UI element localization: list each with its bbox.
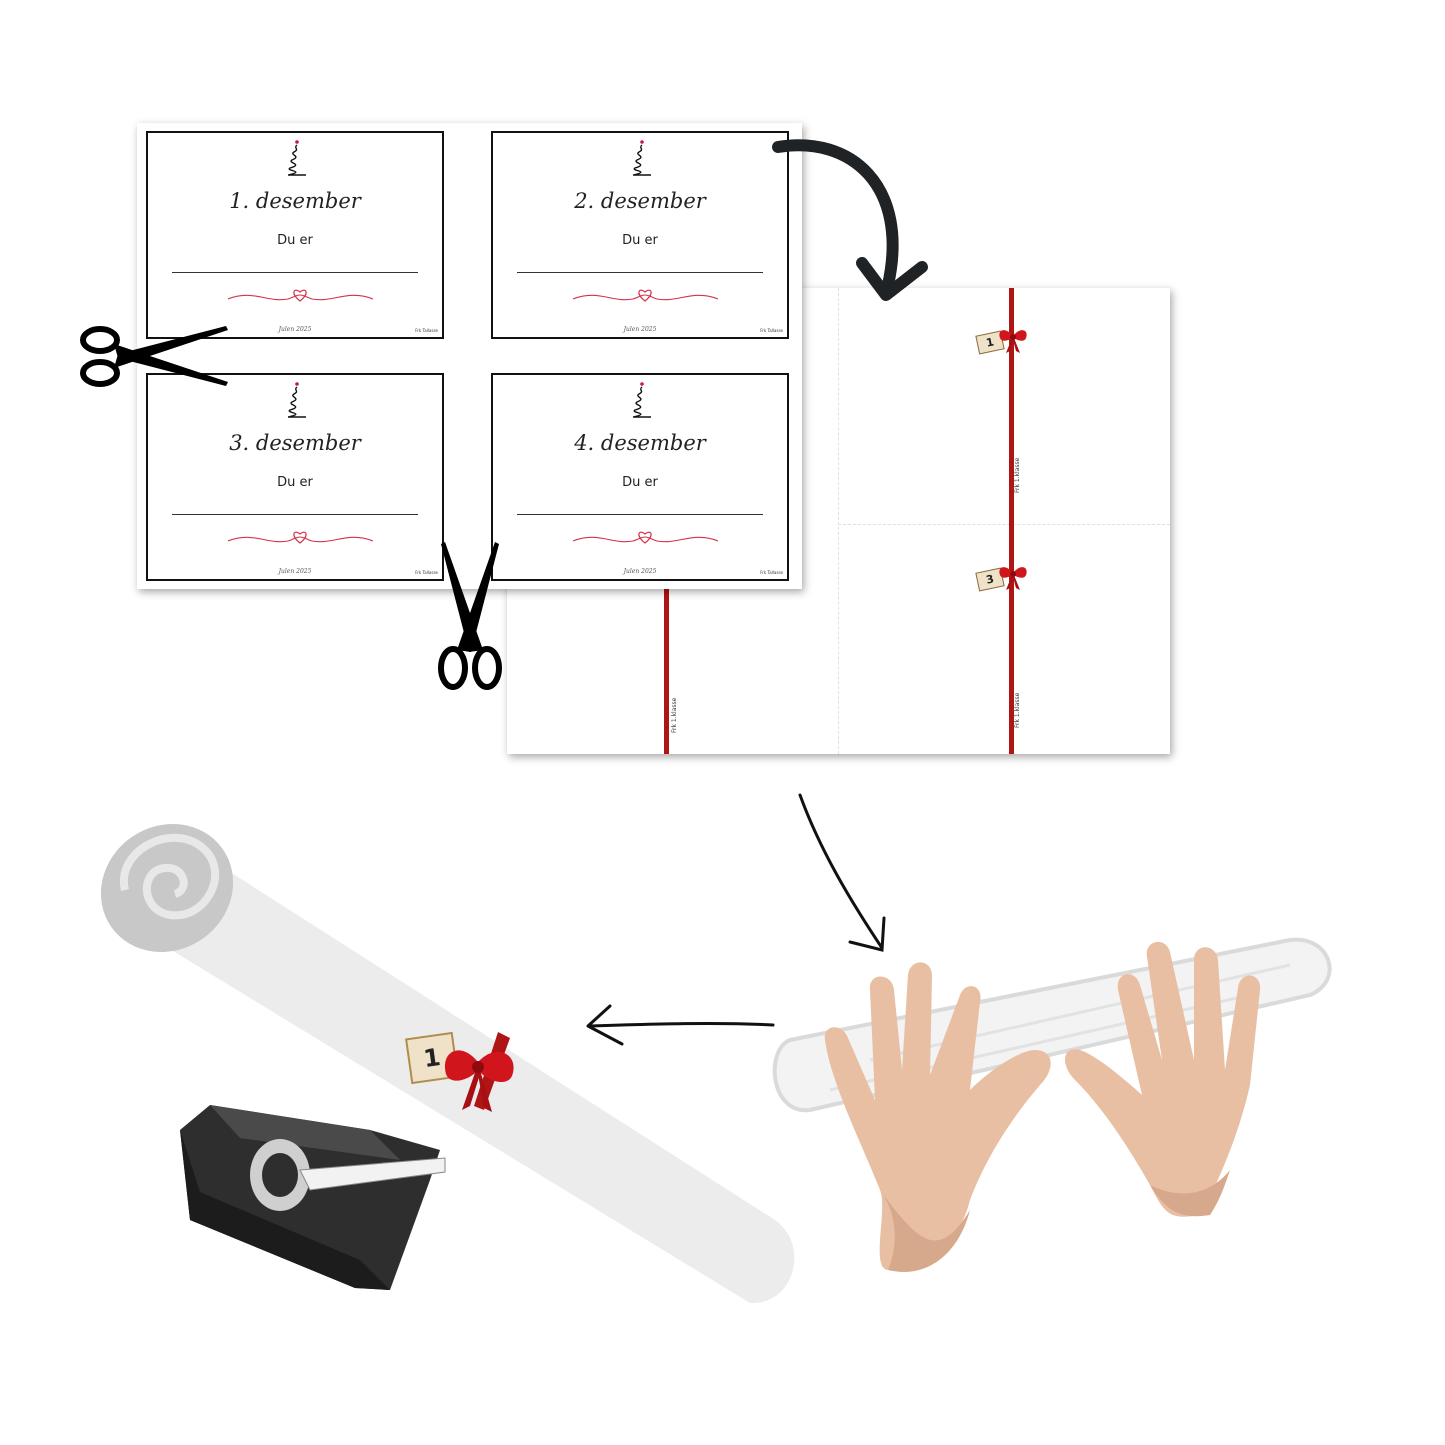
scissors-icon	[80, 326, 228, 387]
card-subtitle: Du er	[277, 233, 313, 248]
arrow-icon	[798, 793, 886, 952]
card-subtitle: Du er	[622, 475, 658, 490]
card-footer: Julen 2025	[278, 326, 312, 333]
ribbon-right	[1009, 288, 1014, 754]
card-brand: Frk Tallasse	[415, 570, 438, 575]
write-line	[517, 514, 763, 515]
card-sheet: 1. desember Du er Julen 2025 Frk Tallass…	[137, 123, 802, 589]
scissors-icon	[438, 542, 502, 690]
brand-label: Frk 1.klasse	[671, 697, 678, 733]
card-title: 1. desember	[229, 189, 361, 213]
fold-line-vertical	[838, 288, 839, 754]
card-title: 2. desember	[574, 189, 706, 213]
card-subtitle: Du er	[622, 233, 658, 248]
card-footer: Julen 2025	[278, 568, 312, 575]
heart-swirl-icon	[228, 289, 373, 302]
tape-dispenser-icon	[180, 1105, 446, 1290]
christmas-tree-icon	[287, 382, 306, 418]
arrow-icon	[772, 139, 928, 301]
card-footer: Julen 2025	[623, 326, 657, 333]
card-day-1: 1. desember Du er Julen 2025 Frk Tallass…	[146, 131, 444, 339]
brand-label: Frk 1.klasse	[1014, 457, 1021, 493]
brand-label: Frk 1.klasse	[1014, 692, 1021, 728]
write-line	[172, 272, 418, 273]
card-subtitle: Du er	[277, 475, 313, 490]
card-brand: Frk Tallasse	[760, 328, 783, 333]
bow-icon	[444, 1032, 514, 1112]
card-brand: Frk Tallasse	[760, 570, 783, 575]
bow-icon	[999, 330, 1027, 353]
write-line	[172, 514, 418, 515]
card-day-3: 3. desember Du er Julen 2025 Frk Tallass…	[146, 373, 444, 581]
card-day-2: 2. desember Du er Julen 2025 Frk Tallass…	[491, 131, 789, 339]
fold-line-horizontal	[838, 524, 1170, 525]
hands-icon	[772, 937, 1332, 1272]
card-title: 3. desember	[229, 431, 361, 455]
christmas-tree-icon	[287, 140, 306, 176]
bow-icon	[999, 567, 1027, 590]
card-day-4: 4. desember Du er Julen 2025 Frk Tallass…	[491, 373, 789, 581]
heart-swirl-icon	[228, 531, 373, 544]
card-title: 4. desember	[574, 431, 706, 455]
christmas-tree-icon	[632, 382, 651, 418]
arrow-icon	[586, 1004, 775, 1046]
christmas-tree-icon	[632, 140, 651, 176]
card-brand: Frk Tallasse	[415, 328, 438, 333]
card-footer: Julen 2025	[623, 568, 657, 575]
write-line	[517, 272, 763, 273]
ribbon-left	[664, 588, 669, 754]
heart-swirl-icon	[573, 531, 718, 544]
heart-swirl-icon	[573, 289, 718, 302]
